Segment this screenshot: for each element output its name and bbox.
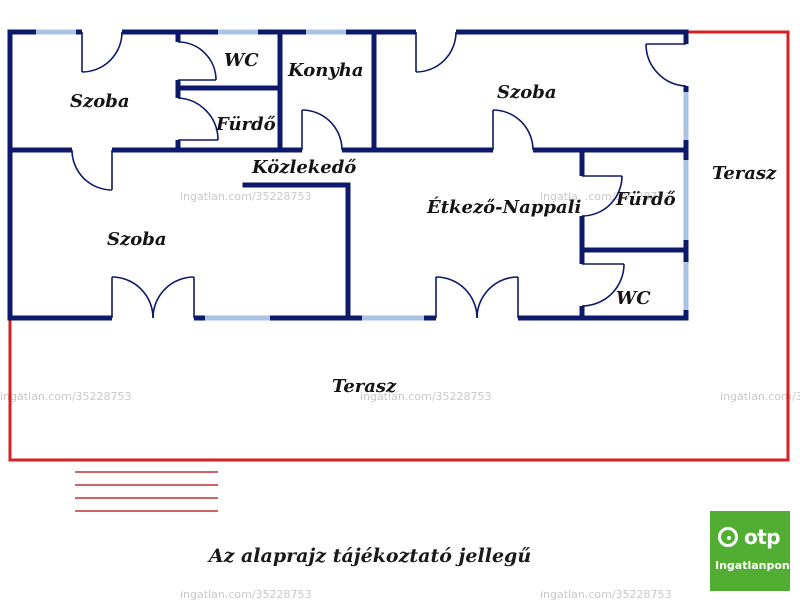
door [492, 109, 534, 154]
doors [71, 28, 690, 322]
watermark: ingatlan.com/35228753 [540, 588, 672, 600]
room-label-etkezo-nappali: Étkező-Nappali [426, 195, 581, 218]
room-label-wc-top: WC [224, 50, 259, 71]
room-label-szoba-top-right: Szoba [497, 82, 556, 103]
door [578, 175, 623, 217]
watermark: ingatlan.com/35228753 [720, 390, 800, 403]
door [435, 276, 519, 322]
watermark: ingatlan.com/35228753 [0, 390, 132, 403]
door [415, 28, 457, 73]
door [174, 97, 219, 141]
otp-logo-icon [718, 527, 738, 547]
room-label-kozlekedo: Közlekedő [251, 157, 356, 178]
room-label-szoba-top-left: Szoba [70, 91, 129, 112]
watermark: ingatlan.com/35228753 [180, 190, 312, 203]
door [578, 263, 625, 307]
room-label-terasz-right: Terasz [712, 163, 777, 184]
door [111, 276, 195, 322]
door [81, 28, 123, 73]
room-label-terasz-bottom: Terasz [332, 376, 397, 397]
room-label-szoba-left: Szoba [107, 229, 166, 250]
terrace-outline [8, 30, 790, 462]
door [645, 43, 690, 87]
watermark: ingatlan.com/35228753 [360, 390, 492, 403]
logo-name: otp [744, 525, 781, 549]
door [301, 109, 343, 154]
otp-logo: otp Ingatlanpont [710, 511, 795, 591]
disclaimer-note: Az alaprajz tájékoztató jellegű [208, 545, 532, 567]
room-label-furdo-top: Fürdő [215, 114, 276, 135]
room-label-wc-right: WC [616, 288, 651, 309]
room-label-furdo-right: Fürdő [615, 189, 676, 210]
stairs [75, 471, 218, 512]
windows [36, 29, 689, 321]
door [71, 146, 113, 191]
door [174, 41, 217, 81]
walls [7, 29, 689, 321]
room-label-konyha: Konyha [287, 60, 364, 81]
room-labels: Szoba WC Fürdő Konyha Szoba Közlekedő Sz… [70, 50, 777, 397]
watermark: ingatlan.com/35228753 [180, 588, 312, 600]
logo-subtitle: Ingatlanpont [715, 559, 796, 572]
watermarks: ingatlan.com/35228753 ingatlan.com/35228… [0, 190, 800, 600]
watermark: ingatlan.com/35228753 [540, 190, 672, 203]
